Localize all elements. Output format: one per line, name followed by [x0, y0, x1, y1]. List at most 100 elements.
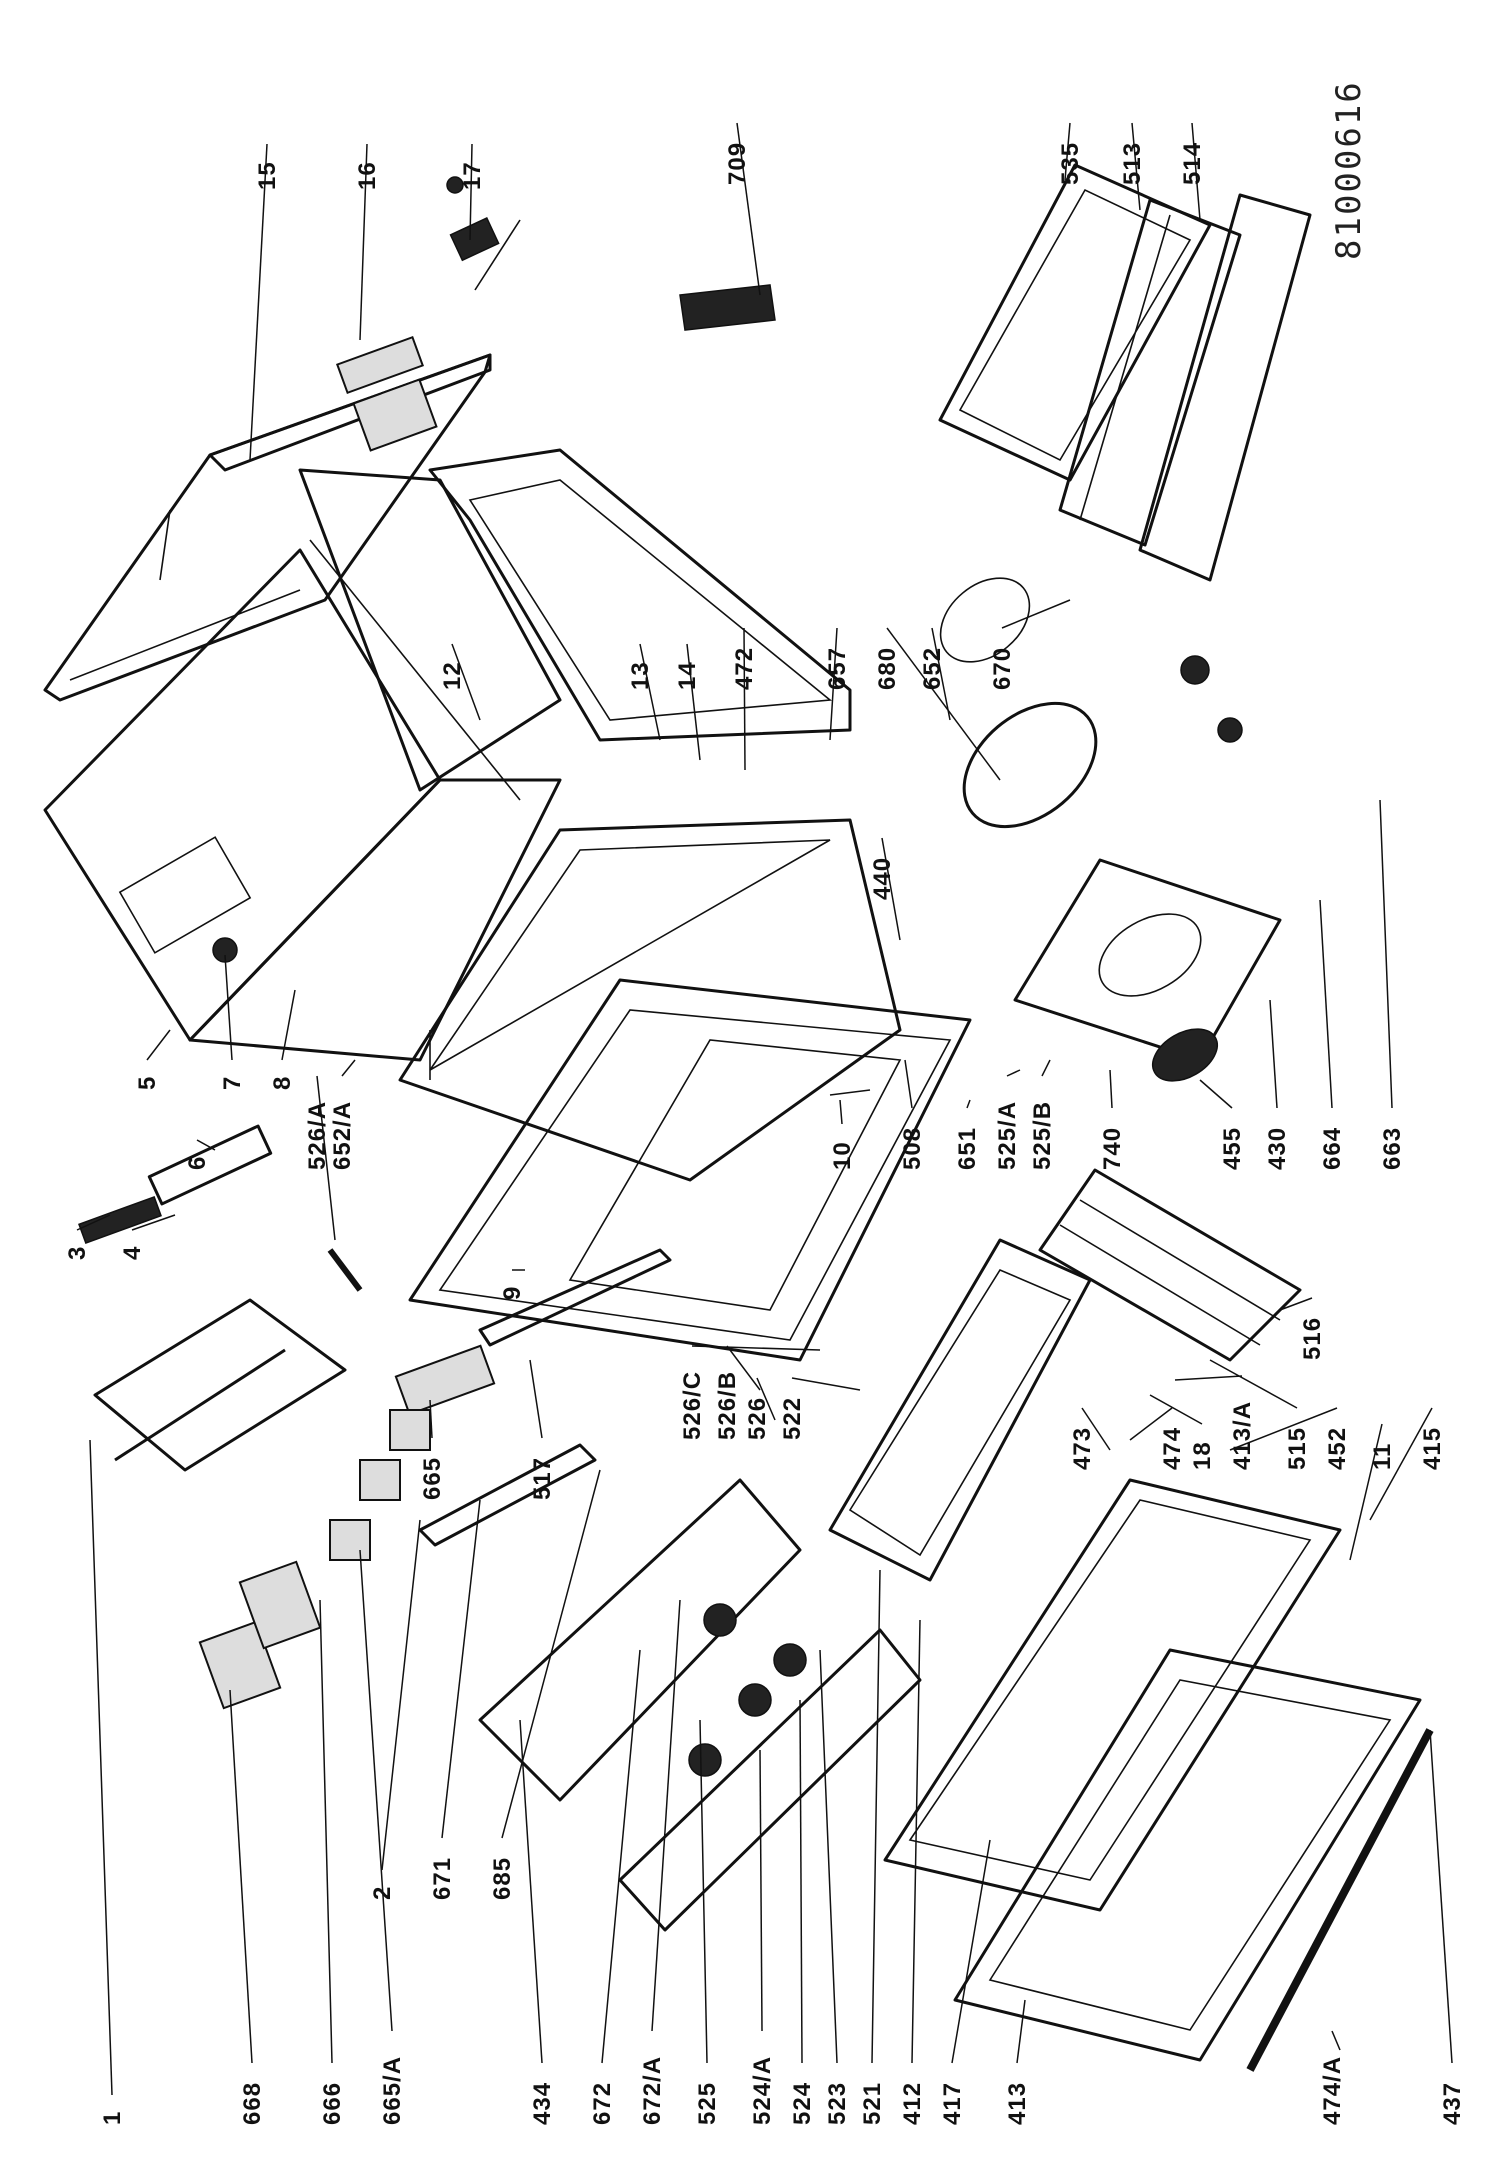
callout-label: 12: [439, 661, 466, 690]
callout-label: 9: [499, 1286, 526, 1300]
callout-label: 664: [1319, 1127, 1346, 1170]
leader-line: [871, 1569, 881, 2064]
leader-line: [131, 1214, 176, 1231]
callout-label: 415: [1419, 1427, 1446, 1470]
callout-label: 525/A: [994, 1101, 1021, 1170]
strip-685: [418, 1443, 597, 1547]
callout-label: 413: [1004, 2082, 1031, 2125]
leader-line: [639, 643, 661, 741]
knob-bar-521: [618, 1628, 922, 1932]
callout-label: 15: [254, 161, 281, 190]
callout-label: 672: [589, 2082, 616, 2125]
callout-label: 18: [1189, 1441, 1216, 1470]
leader-line: [89, 1439, 113, 2096]
back-panel-740: [1013, 858, 1282, 1082]
callout-label: 17: [459, 161, 486, 190]
callout-label: 663: [1379, 1127, 1406, 1170]
callout-label: 516: [1299, 1317, 1326, 1360]
leader-line: [1129, 1407, 1173, 1441]
callout-label: 4: [119, 1246, 146, 1260]
vent-grille-709: [679, 284, 776, 331]
leader-line: [1041, 1059, 1051, 1077]
oven-cavity: [398, 818, 902, 1182]
callout-label: 5: [134, 1076, 161, 1090]
leader-line: [1319, 899, 1333, 1109]
callout-label: 508: [899, 1127, 926, 1170]
leader-line: [904, 1059, 913, 1109]
leader-line: [1149, 1394, 1203, 1425]
leader-line: [1001, 599, 1071, 629]
callout-label: 652/A: [329, 1101, 356, 1170]
callout-label: 2: [369, 1886, 396, 1900]
leader-line: [316, 1075, 336, 1241]
callout-label: 517: [529, 1457, 556, 1500]
leader-line: [429, 1399, 433, 1439]
leader-line: [1209, 1359, 1298, 1409]
callout-label: 473: [1069, 1427, 1096, 1470]
leader-line: [601, 1649, 641, 2064]
leader-line: [1081, 1407, 1111, 1451]
leader-line: [441, 1499, 481, 1839]
door-panel-514: [1138, 193, 1312, 582]
rack-516: [1038, 1168, 1302, 1362]
leader-line: [931, 627, 951, 721]
callout-label: 6: [184, 1156, 211, 1170]
bracket-16: [336, 335, 438, 452]
leader-line: [799, 1699, 803, 2064]
callout-label: 672/A: [639, 2056, 666, 2125]
callout-label: 525/B: [1029, 1101, 1056, 1170]
hinge-17: [446, 176, 521, 291]
callout-label: 434: [529, 2082, 556, 2125]
leader-line: [1131, 122, 1141, 211]
leader-line: [1016, 1999, 1026, 2064]
callout-label: 709: [724, 142, 751, 185]
leader-line: [1279, 1297, 1313, 1311]
callout-label: 670: [989, 647, 1016, 690]
leader-line: [359, 1549, 393, 2032]
leader-line: [146, 1029, 171, 1061]
callout-label: 651: [954, 1127, 981, 1170]
leader-line: [1229, 1407, 1338, 1451]
leader-line: [1109, 1069, 1113, 1109]
leader-line: [341, 1059, 356, 1077]
terminal-block-3: [78, 1195, 162, 1245]
leader-line: [281, 989, 296, 1061]
callout-label: 8: [269, 1076, 296, 1090]
heating-element-522: [828, 1238, 1092, 1582]
callout-label: 440: [869, 857, 896, 900]
callout-label: 535: [1057, 142, 1084, 185]
callout-label: 14: [674, 661, 701, 690]
leader-line: [381, 1519, 421, 1871]
leader-line: [686, 643, 701, 761]
leader-line: [756, 1377, 776, 1421]
callout-label: 526/A: [304, 1101, 331, 1170]
leader-line: [319, 1599, 333, 2064]
leader-line: [229, 1689, 253, 2064]
callout-label: 524: [789, 2082, 816, 2125]
leader-line: [829, 627, 838, 741]
callout-label: 1: [99, 2111, 126, 2125]
switches-668-666: [198, 1409, 431, 1710]
callout-label: 455: [1219, 1127, 1246, 1170]
leader-line: [726, 1345, 761, 1391]
callout-label: 526: [744, 1397, 771, 1440]
side-frame-14: [428, 448, 852, 742]
callout-label: 472: [731, 647, 758, 690]
callout-label: 430: [1264, 1127, 1291, 1170]
callout-label: 521: [859, 2082, 886, 2125]
callout-label: 7: [219, 1076, 246, 1090]
door-panel-513: [1058, 198, 1242, 547]
leader-line: [1429, 1729, 1453, 2064]
leader-line: [249, 143, 268, 461]
callout-label: 16: [354, 161, 381, 190]
callout-label: 665/A: [379, 2056, 406, 2125]
callout-label: 11: [1369, 1443, 1396, 1470]
door-panel-535: [938, 163, 1212, 482]
leader-line: [1331, 2030, 1341, 2051]
callout-label: 412: [899, 2082, 926, 2125]
leader-line: [651, 1599, 681, 2032]
callout-label: 417: [939, 2082, 966, 2125]
front-frame-440: [408, 978, 972, 1362]
lamp-664: [1180, 655, 1243, 743]
